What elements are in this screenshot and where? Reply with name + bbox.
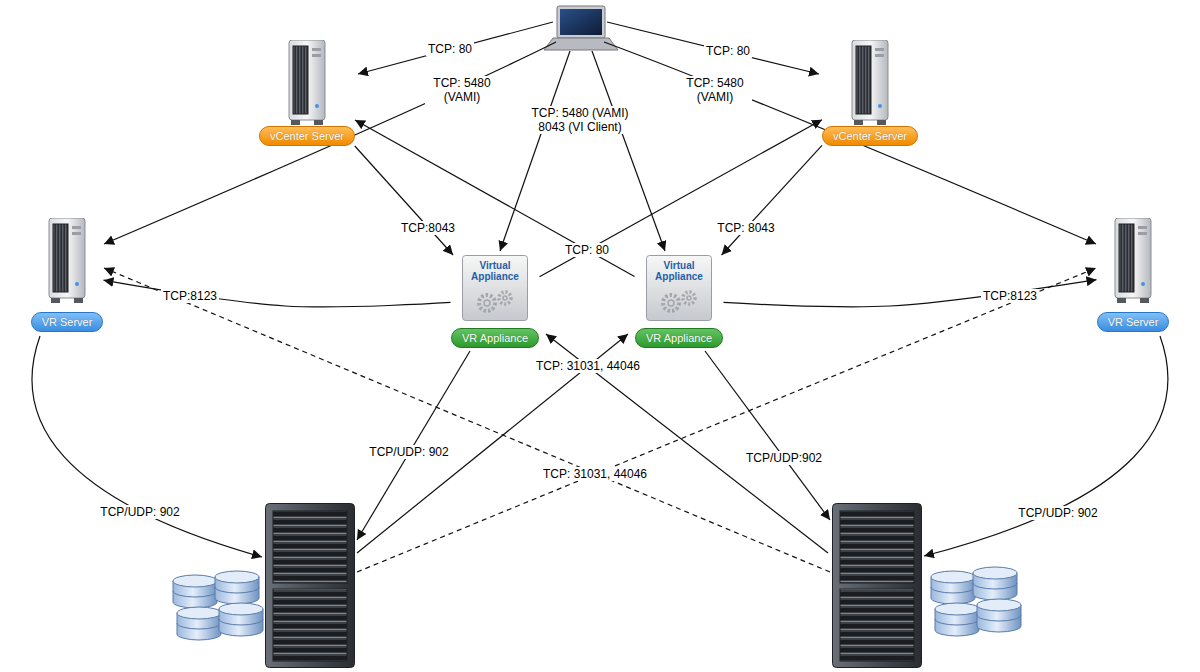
server-icon: [852, 40, 888, 125]
port-label: TCP: 80: [704, 44, 752, 58]
name-pill: vCenter Server: [822, 126, 918, 146]
host-rack: [266, 504, 355, 668]
laptop-screen: [560, 9, 602, 35]
datastore-disk: [935, 603, 979, 636]
server-icon: [49, 218, 85, 303]
port-label: TCP: 5480 (VAMI): [678, 76, 752, 104]
server-icon: [1115, 218, 1151, 303]
connector-label: TCP: 8043: [715, 221, 776, 235]
port-label: TCP: 31031, 44046: [534, 359, 642, 373]
name-pill: VR Appliance: [451, 328, 539, 348]
port-label: TCP: 31031, 44046: [541, 467, 649, 481]
name-pill: VR Server: [31, 312, 104, 332]
port-wire: [607, 22, 819, 74]
datastore-disk: [219, 603, 263, 636]
port-wire: [357, 351, 470, 540]
connector: [540, 120, 823, 277]
port-wire: [358, 22, 553, 74]
vcenter-server-node: vCenter Server: [822, 40, 918, 146]
replication-wire: [357, 268, 1096, 572]
datastore-disk: [973, 567, 1017, 600]
port-wire: [924, 336, 1168, 556]
vcenter-server-node: vCenter Server: [259, 40, 355, 146]
host-rack: [833, 504, 922, 668]
vr-server-node: VR Server: [1097, 218, 1170, 332]
port-wire: [592, 51, 665, 251]
connector: [724, 280, 1097, 307]
connector-label: TCP: 80: [563, 243, 611, 257]
port-label: TCP: 5480 (VAMI) 8043 (VI Client): [523, 106, 637, 134]
vr-appliance-node: Virtual Appliance VR Appliance: [635, 255, 724, 348]
appliance-title: Virtual Appliance: [463, 255, 527, 282]
port-label: TCP/UDP:902: [744, 451, 824, 465]
connector-label: TCP:8123: [161, 289, 219, 303]
name-pill: VR Server: [1097, 312, 1170, 332]
port-wire: [32, 336, 262, 557]
datastore-disk: [173, 575, 217, 608]
port-wire: [104, 42, 556, 244]
connector: [104, 280, 451, 307]
port-label: TCP: 5480 (VAMI): [425, 76, 499, 104]
vr-appliance-node: Virtual Appliance VR Appliance: [451, 255, 540, 348]
port-wire: [604, 42, 1096, 244]
connector-label: TCP:8043: [399, 221, 457, 235]
server-icon: [289, 40, 325, 125]
port-label: TCP: 80: [426, 42, 474, 56]
name-pill: VR Appliance: [635, 328, 723, 348]
port-label: TCP/UDP: 902: [98, 505, 181, 519]
connector: [355, 146, 453, 255]
appliance-icon: [463, 256, 528, 321]
connector: [722, 145, 822, 255]
connector: [355, 120, 635, 277]
vr-server-node: VR Server: [31, 218, 104, 332]
port-label: TCP/UDP: 902: [1016, 506, 1099, 520]
name-pill: vCenter Server: [259, 126, 355, 146]
datastore-disk: [931, 571, 975, 604]
laptop-base: [544, 38, 618, 50]
datastore-disk: [215, 571, 259, 604]
datastore-disk: [977, 599, 1021, 632]
port-label: TCP/UDP: 902: [367, 445, 450, 459]
datastore-disk: [177, 607, 221, 640]
laptop-lid: [557, 6, 605, 38]
port-wire: [705, 351, 830, 520]
connector-label: TCP:8123: [981, 289, 1039, 303]
appliance-icon: [647, 256, 712, 321]
appliance-title: Virtual Appliance: [647, 255, 711, 282]
